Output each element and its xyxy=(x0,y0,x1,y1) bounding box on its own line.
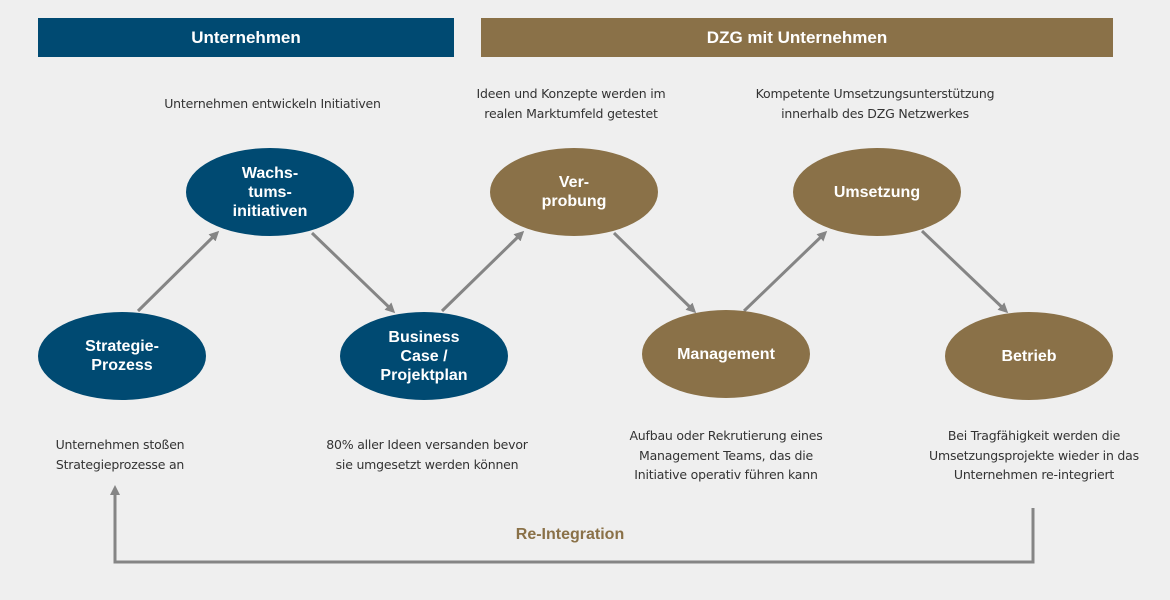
node-verprobung: Ver- probung xyxy=(490,148,658,236)
desc-ideen-versanden: 80% aller Ideen versanden bevor sie umge… xyxy=(326,437,528,472)
reintegration-label: Re-Integration xyxy=(515,526,625,543)
arrow-business-verprobung xyxy=(440,230,525,313)
reintegration-loop-arrow xyxy=(110,485,1035,564)
desc-management-aufbau: Aufbau oder Rekrutierung eines Managemen… xyxy=(629,428,823,482)
header-unternehmen: Unternehmen xyxy=(38,18,454,57)
desc-initiativen: Unternehmen entwickeln Initiativen xyxy=(164,96,381,111)
node-business-case: Business Case / Projektplan xyxy=(340,312,508,400)
arrow-management-umsetzung xyxy=(742,230,828,313)
arrow-wachstum-business xyxy=(310,231,396,314)
header-dzg-mit-unternehmen: DZG mit Unternehmen xyxy=(481,18,1113,57)
arrow-verprobung-management xyxy=(612,231,697,314)
arrow-strategie-wachstum xyxy=(136,230,220,313)
node-wachstumsinitiativen: Wachs- tums- initiativen xyxy=(186,148,354,236)
desc-marktumfeld: Ideen und Konzepte werden im realen Mark… xyxy=(476,86,666,121)
node-strategie-prozess: Strategie- Prozess xyxy=(38,312,206,400)
arrow-umsetzung-betrieb xyxy=(920,229,1009,314)
node-management: Management xyxy=(642,310,810,398)
desc-strategieprozesse: Unternehmen stoßen Strategieprozesse an xyxy=(55,437,185,472)
desc-tragfaehigkeit: Bei Tragfähigkeit werden die Umsetzungsp… xyxy=(929,428,1139,482)
desc-umsetzungsunterstuetzung: Kompetente Umsetzungsunterstützung inner… xyxy=(755,86,995,121)
node-betrieb: Betrieb xyxy=(945,312,1113,400)
node-umsetzung: Umsetzung xyxy=(793,148,961,236)
